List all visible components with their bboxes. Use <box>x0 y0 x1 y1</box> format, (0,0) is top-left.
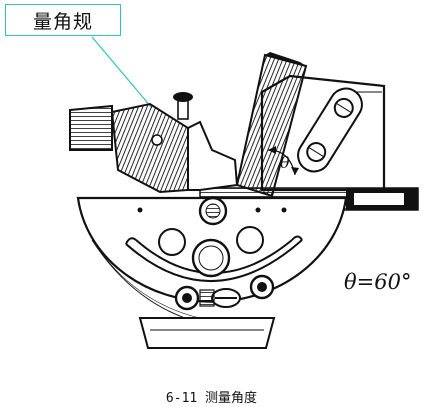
callout-leader-line <box>91 36 153 109</box>
sliding-head <box>69 92 239 194</box>
figure-caption: 6-11 测量角度 <box>165 391 258 406</box>
angle-theta-symbol: θ <box>280 153 290 172</box>
angled-blade <box>235 52 308 198</box>
tool-name-callout-box: 量角规 <box>5 4 121 36</box>
protractor-body <box>76 196 348 331</box>
slotted-link <box>297 87 363 173</box>
vernier-scale <box>138 317 276 349</box>
tool-name-label: 量角规 <box>32 10 93 33</box>
angle-result-formula: θ=60° <box>344 270 412 294</box>
pivot-knob <box>198 196 228 226</box>
locking-screws <box>174 274 275 311</box>
